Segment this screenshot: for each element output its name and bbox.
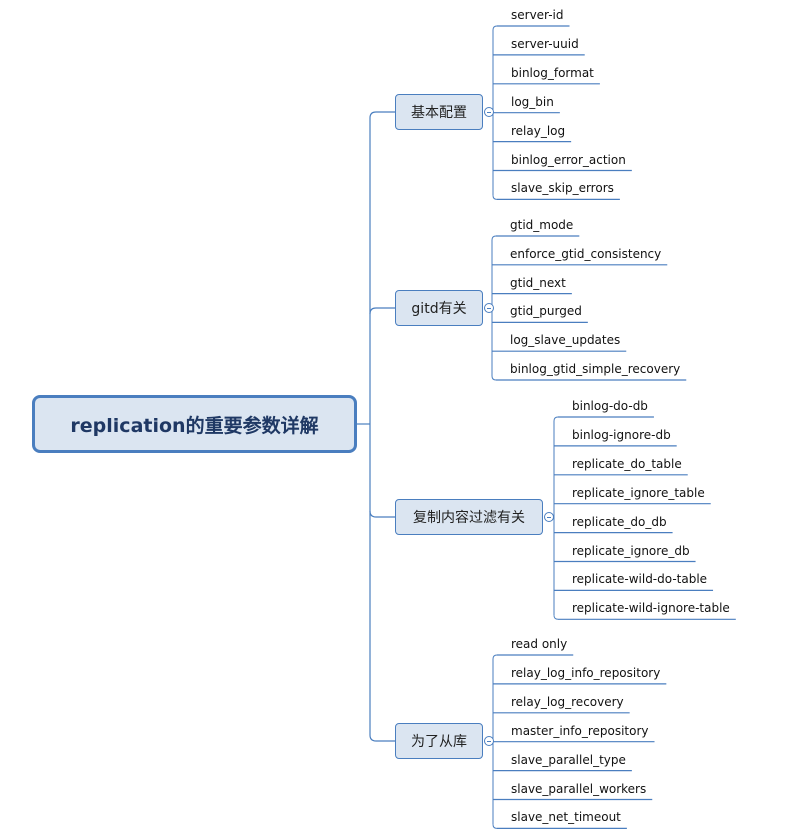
leaf-topic[interactable]: slave_parallel_workers (511, 781, 647, 796)
leaf-topic[interactable]: slave_net_timeout (511, 810, 621, 825)
branch-connector-4 (369, 734, 395, 742)
leaf-topic[interactable]: slave_parallel_type (511, 752, 626, 767)
leaf-topic[interactable]: replicate_ignore_table (572, 485, 705, 500)
branch-topic-4[interactable]: 为了从库 (395, 723, 483, 759)
branch-topic-label: gitd有关 (411, 301, 467, 317)
leaf-topic[interactable]: log_slave_updates (510, 333, 621, 348)
branch-connector-1 (369, 111, 395, 119)
branch-topic-label: 基本配置 (411, 105, 467, 121)
leaf-topic[interactable]: binlog_error_action (511, 152, 626, 167)
leaf-corner (491, 235, 497, 241)
collapse-toggle-icon[interactable] (484, 303, 494, 313)
leaf-topic[interactable]: binlog_format (511, 65, 594, 80)
root-topic[interactable]: replication的重要参数详解 (32, 395, 357, 453)
leaf-topic[interactable]: relay_log_info_repository (511, 665, 661, 680)
root-topic-label: replication的重要参数详解 (70, 414, 319, 437)
branch-topic-label: 复制内容过滤有关 (413, 510, 525, 526)
leaf-topic[interactable]: enforce_gtid_consistency (510, 246, 662, 261)
branch-connector-3 (369, 510, 395, 518)
leaf-topic[interactable]: binlog-ignore-db (572, 427, 671, 442)
branch-connector-2 (369, 307, 395, 315)
leaf-topic[interactable]: replicate_do_table (572, 456, 682, 471)
leaf-topic[interactable]: log_bin (511, 94, 554, 109)
leaf-corner (492, 824, 498, 829)
branch-topic-3[interactable]: 复制内容过滤有关 (395, 499, 543, 535)
leaf-topic[interactable]: replicate-wild-ignore-table (572, 601, 730, 616)
leaf-corner (491, 375, 497, 381)
leaf-corner (492, 654, 498, 660)
leaf-topic[interactable]: slave_skip_errors (511, 181, 614, 196)
branch-topic-label: 为了从库 (411, 734, 467, 750)
leaf-topic[interactable]: gtid_next (510, 275, 566, 290)
leaf-topic[interactable]: replicate_ignore_db (572, 543, 690, 558)
leaf-corner (492, 195, 498, 200)
collapse-toggle-icon[interactable] (484, 107, 494, 117)
leaf-topic[interactable]: read only (511, 637, 568, 651)
leaf-topic[interactable]: server-uuid (511, 36, 579, 51)
leaf-topic[interactable]: binlog_gtid_simple_recovery (510, 362, 681, 376)
leaf-topic[interactable]: replicate-wild-do-table (572, 572, 708, 587)
branch-topic-1[interactable]: 基本配置 (395, 94, 483, 130)
collapse-toggle-icon[interactable] (484, 736, 494, 746)
leaf-corner (553, 416, 559, 422)
branch-topic-2[interactable]: gitd有关 (395, 290, 483, 326)
leaf-topic[interactable]: gtid_purged (510, 304, 582, 319)
leaf-topic[interactable]: relay_log_recovery (511, 694, 624, 709)
leaf-corner (553, 615, 559, 620)
leaf-topic[interactable]: relay_log (511, 123, 566, 138)
leaf-corner (492, 25, 498, 31)
leaf-topic[interactable]: master_info_repository (511, 723, 649, 738)
collapse-toggle-icon[interactable] (544, 512, 554, 522)
leaf-topic[interactable]: replicate_do_db (572, 514, 667, 529)
leaf-topic[interactable]: server-id (511, 8, 564, 22)
leaf-topic[interactable]: binlog-do-db (572, 399, 648, 413)
leaf-topic[interactable]: gtid_mode (510, 218, 574, 232)
